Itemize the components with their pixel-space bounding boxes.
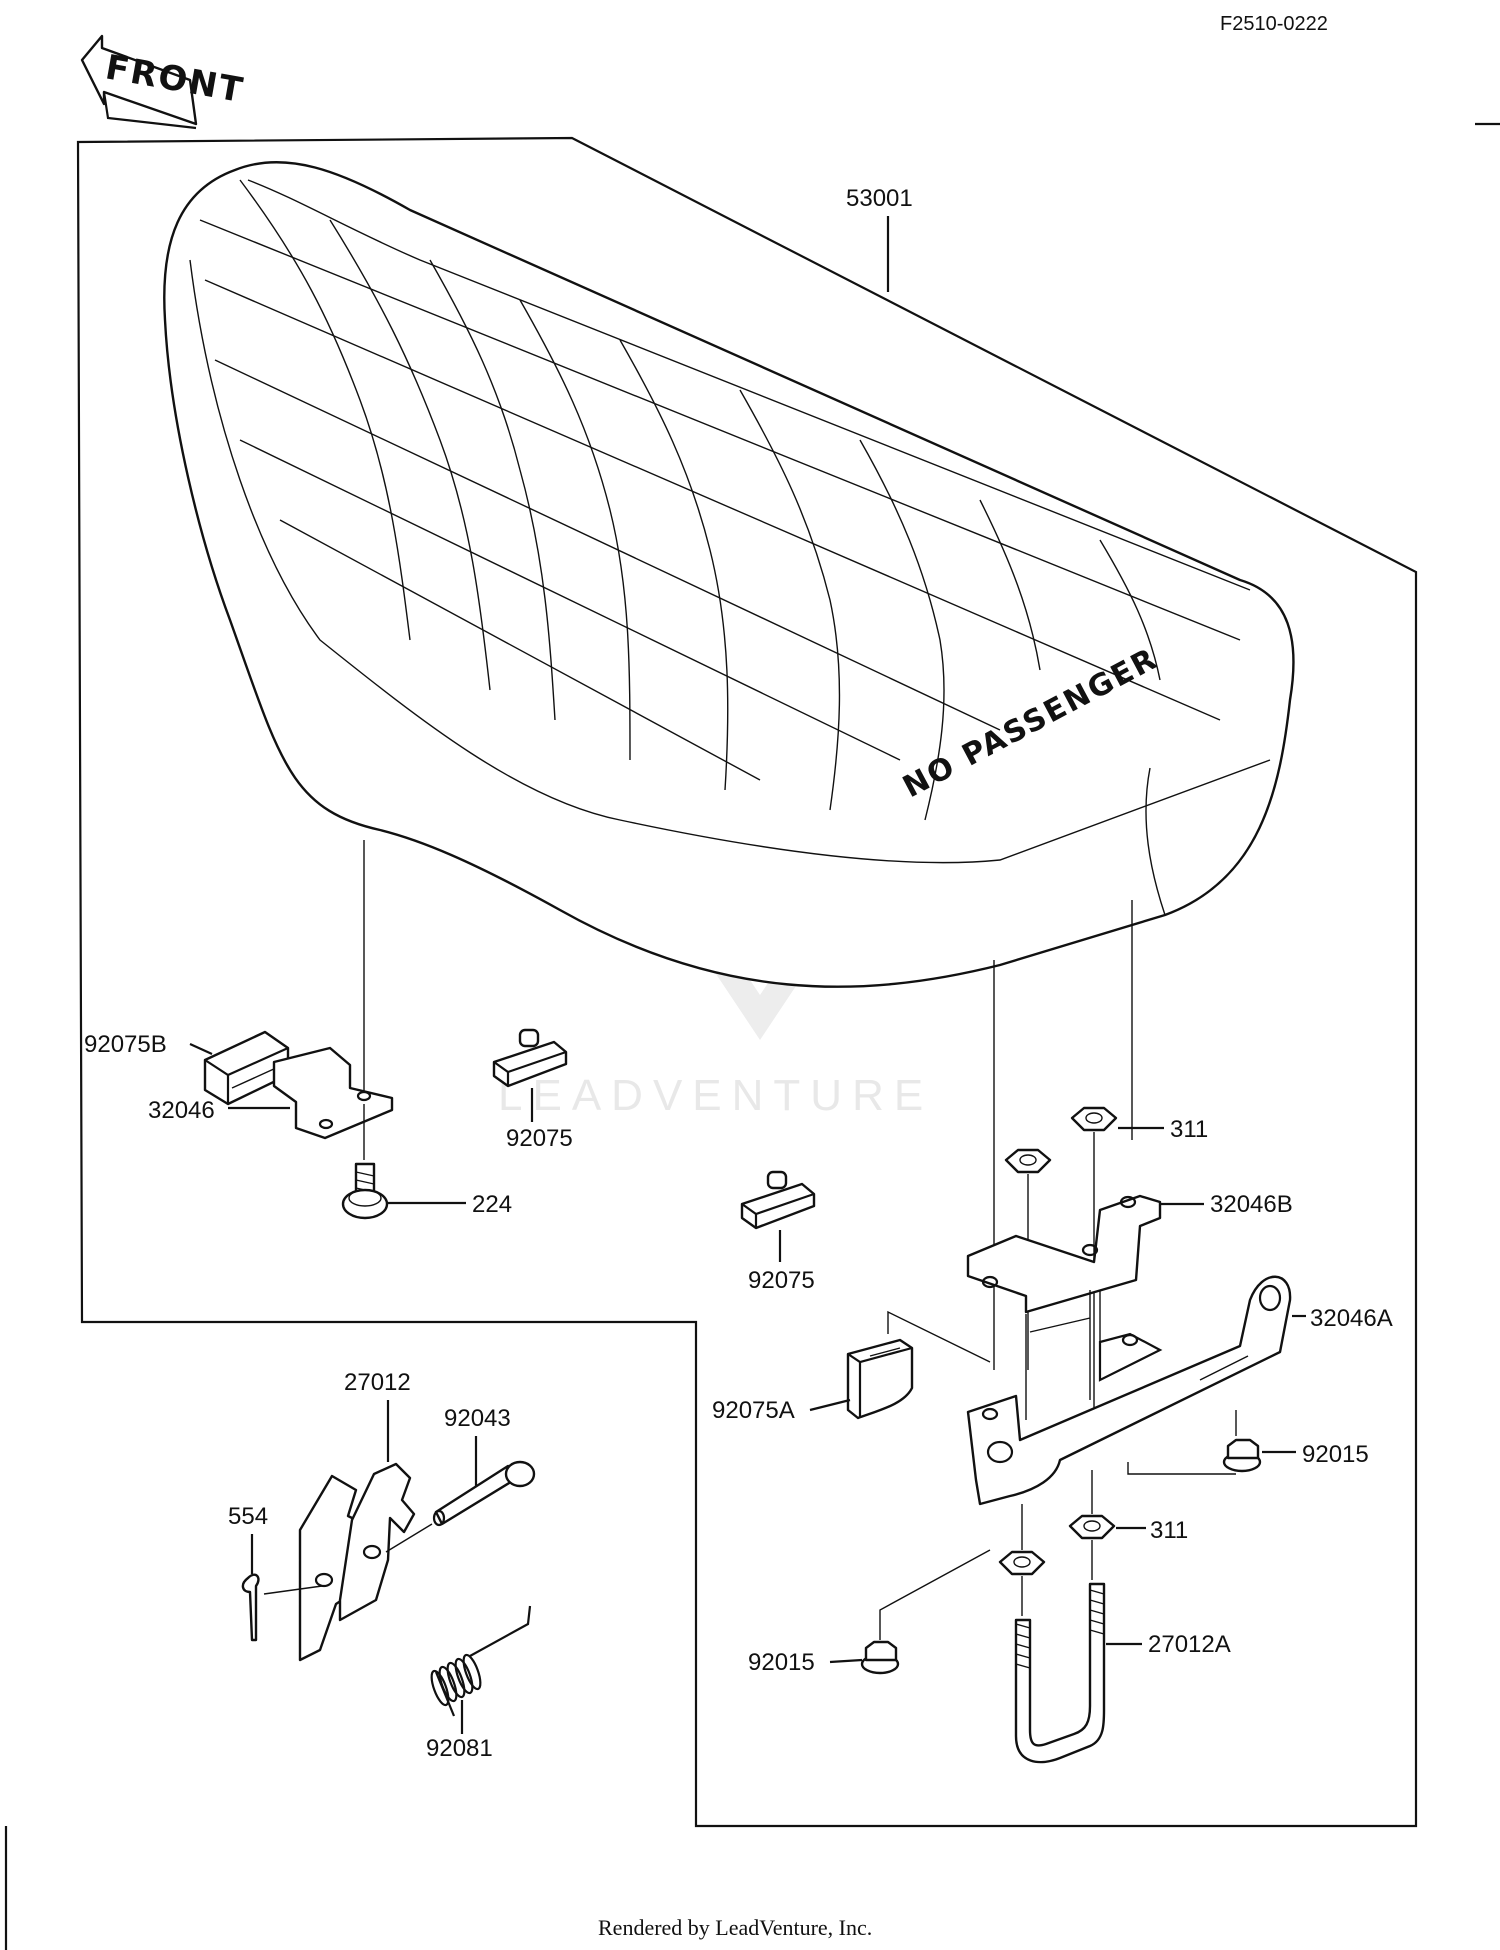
leader-92015-left-guide xyxy=(879,1549,991,1640)
label-32046a: 32046A xyxy=(1310,1305,1393,1332)
reference-code: F2510-0222 xyxy=(1220,13,1328,35)
label-311-top: 311 xyxy=(1170,1116,1208,1143)
nut-311-top xyxy=(1070,1106,1118,1132)
label-27012a: 27012A xyxy=(1148,1631,1231,1658)
assembly-boundary xyxy=(76,136,1418,1828)
nut-311-bottom-2 xyxy=(998,1550,1046,1576)
label-554: 554 xyxy=(228,1503,268,1530)
rubber-pad-92075a xyxy=(846,1338,914,1420)
nut-311-bottom xyxy=(1068,1514,1116,1540)
label-92075-left: 92075 xyxy=(506,1125,573,1152)
label-53001: 53001 xyxy=(846,185,913,212)
leader-92075a xyxy=(809,1398,851,1412)
label-32046b: 32046B xyxy=(1210,1191,1293,1218)
leader-92075a-guide xyxy=(887,1310,991,1363)
flange-nut-92015-right xyxy=(1222,1438,1262,1473)
spring-92081 xyxy=(430,1605,532,1717)
flange-nut-92015-left xyxy=(860,1640,900,1675)
nut-311-top-2 xyxy=(1004,1148,1052,1174)
hinge-27012 xyxy=(298,1462,416,1662)
u-bolt-27012a xyxy=(1014,1582,1106,1764)
label-311-bottom: 311 xyxy=(1150,1517,1188,1544)
label-92075-mid: 92075 xyxy=(748,1267,815,1294)
leader-92015-left xyxy=(829,1658,863,1664)
seat-cushion: NO PASSENGER xyxy=(163,160,1295,988)
clip-92075-mid xyxy=(740,1170,816,1230)
rubber-pad-92075b xyxy=(203,1030,290,1106)
pin-92043 xyxy=(432,1460,536,1527)
footer-credit: Rendered by LeadVenture, Inc. xyxy=(598,1915,872,1940)
label-92081: 92081 xyxy=(426,1735,493,1762)
pin-guide-line xyxy=(385,1523,433,1553)
leader-92075b xyxy=(189,1042,213,1056)
cotter-pin-guide xyxy=(263,1585,323,1595)
label-92043: 92043 xyxy=(444,1405,511,1432)
label-32046: 32046 xyxy=(148,1097,215,1124)
watermark-text: LEADVENTURE xyxy=(498,1071,933,1120)
label-27012: 27012 xyxy=(344,1369,411,1396)
bolt-224 xyxy=(341,1162,389,1220)
label-92075b: 92075B xyxy=(84,1031,167,1058)
label-92075a: 92075A xyxy=(712,1397,795,1424)
label-224: 224 xyxy=(472,1191,512,1218)
bracket-columns xyxy=(1025,1290,1101,1420)
front-arrow-icon: FRONT xyxy=(80,34,247,130)
label-92015-right: 92015 xyxy=(1302,1441,1369,1468)
clip-92075-left xyxy=(492,1028,568,1088)
cotter-pin-554 xyxy=(241,1573,260,1642)
mount-line-ubolt xyxy=(1021,1540,1093,1616)
label-92015-left: 92015 xyxy=(748,1649,815,1676)
mount-line-bottom xyxy=(1021,1470,1093,1550)
bracket-32046b xyxy=(966,1194,1162,1314)
bracket-32046 xyxy=(272,1046,394,1140)
leader-92015-right-guide xyxy=(1127,1410,1237,1475)
